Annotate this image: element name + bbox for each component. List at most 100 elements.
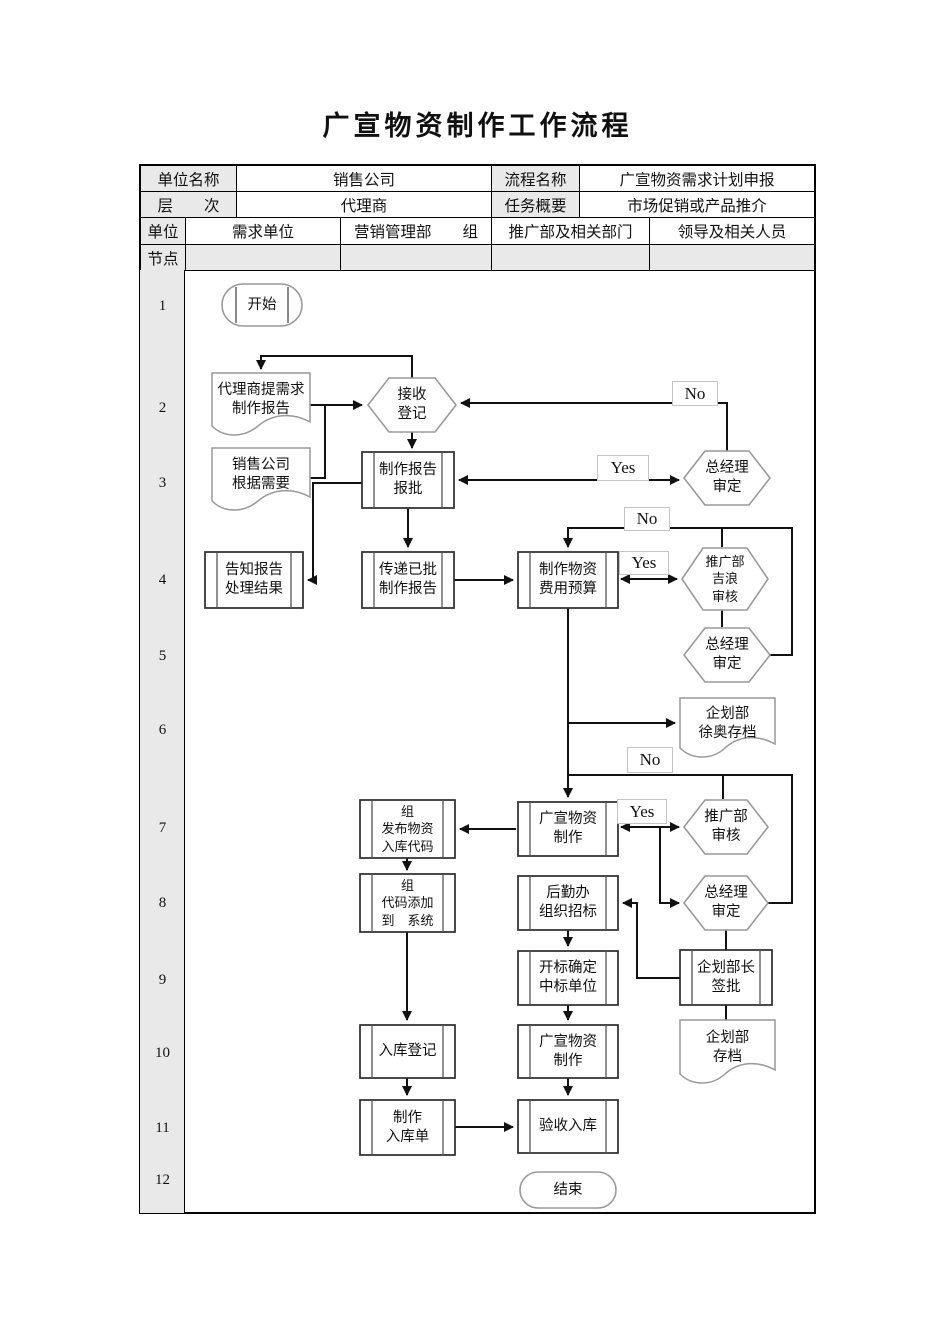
end-terminator-shape	[519, 1171, 617, 1209]
page-title: 广宣物资制作工作流程	[322, 111, 633, 141]
material-make-2-side-bars	[529, 1025, 607, 1078]
gm-review-2-hexagon	[682, 627, 772, 683]
planning-sign-label: 企划部长 签批	[697, 959, 755, 995]
row-number-7: 7	[158, 820, 167, 836]
code-to-system-label: 组 代码添加 到 系统	[381, 877, 434, 928]
warehouse-register-label: 入库登记	[378, 1043, 437, 1060]
report-approval-box	[361, 451, 455, 509]
connector-receive-to-agent-demand	[256, 355, 413, 378]
gm-review-1-label: 总经理 审定	[705, 460, 749, 495]
material-make-1-side-bars	[529, 802, 607, 856]
material-budget-side-bars	[529, 552, 607, 608]
agent-demand-document-shape	[211, 372, 311, 436]
cell-node-empty-2	[340, 244, 492, 271]
yes-label-2: Yes	[619, 551, 669, 575]
cell-node-empty-1	[185, 244, 341, 271]
promo-review-2-hexagon	[682, 799, 770, 855]
planning-archive-1-document-shape	[679, 697, 776, 758]
planning-sign-box	[679, 949, 773, 1006]
connector-gm2-no-to-budget	[563, 527, 793, 656]
yes-label-3: Yes	[617, 799, 667, 824]
code-to-system-box	[359, 873, 456, 933]
cell-task-label: 任务概要	[491, 191, 580, 218]
promo-review-2-label: 推广部 审核	[704, 809, 748, 844]
row-number-5: 5	[158, 648, 167, 664]
connector-sales-need-join	[310, 406, 326, 479]
cell-unit-name-label: 单位名称	[140, 165, 237, 192]
row-number-11: 11	[155, 1120, 170, 1136]
no-label-1: No	[672, 381, 718, 406]
receive-register-hexagon	[366, 377, 458, 433]
end-label: 结束	[553, 1181, 583, 1198]
no-label-2: No	[624, 507, 670, 531]
planning-archive-2-document-shape	[679, 1019, 776, 1084]
transfer-report-box	[361, 551, 455, 609]
row-number-9: 9	[158, 972, 167, 988]
notify-result-box	[204, 551, 304, 609]
row-number-column	[140, 270, 185, 1213]
row-number-4: 4	[158, 572, 167, 588]
make-slip-box	[359, 1099, 456, 1156]
connector-gm1-no-to-receive	[460, 398, 728, 451]
planning-sign-side-bars	[691, 950, 761, 1005]
sales-need-label: 销售公司 根据需要	[232, 457, 290, 492]
notify-result-label: 告知报告 处理结果	[225, 562, 283, 597]
warehouse-register-box	[359, 1024, 456, 1079]
sales-need-document-shape	[211, 447, 311, 511]
row-number-8: 8	[158, 895, 167, 911]
receive-register-label: 接收 登记	[397, 387, 427, 422]
cell-node-empty-4	[649, 244, 815, 271]
promo-review-1-hexagon	[681, 547, 769, 611]
material-make-1-box	[517, 801, 619, 857]
logistics-bid-box	[517, 875, 619, 931]
publish-code-box	[359, 799, 456, 859]
connector-sign-to-logistics	[622, 898, 680, 979]
accept-warehouse-box	[517, 1099, 619, 1154]
yes-label-1: Yes	[597, 455, 649, 481]
accept-warehouse-label: 验收入库	[539, 1118, 597, 1135]
row-number-2: 2	[158, 400, 167, 416]
publish-code-label: 组 发布物资 入库代码	[381, 803, 434, 854]
notify-result-side-bars	[216, 552, 292, 608]
transfer-report-label: 传递已批 制作报告	[379, 562, 437, 597]
row-number-10: 10	[155, 1045, 170, 1061]
promo-review-1-label: 推广部 吉浪 审核	[705, 553, 745, 604]
report-approval-label: 制作报告 报批	[379, 462, 437, 497]
cell-node-empty-3	[491, 244, 650, 271]
planning-archive-2-label: 企划部 存档	[705, 1030, 750, 1065]
row-number-3: 3	[158, 475, 167, 491]
gm-review-3-label: 总经理 审定	[704, 885, 748, 920]
publish-code-side-bars	[371, 800, 444, 858]
gm-review-2-label: 总经理 审定	[705, 637, 749, 672]
make-slip-label: 制作 入库单	[385, 1109, 430, 1145]
cell-process-name-label: 流程名称	[491, 165, 580, 192]
start-label: 开始	[247, 296, 277, 313]
report-approval-side-bars	[373, 452, 443, 508]
bid-open-box	[517, 950, 619, 1006]
transfer-report-side-bars	[373, 552, 443, 608]
logistics-bid-side-bars	[529, 876, 607, 930]
cell-node-label: 节点	[140, 244, 186, 271]
gm-review-1-hexagon	[682, 450, 772, 506]
logistics-bid-label: 后勤办 组织招标	[539, 885, 597, 920]
gm-review-3-hexagon	[682, 875, 770, 931]
connector-gm3-no-rail	[569, 774, 793, 904]
bid-open-label: 开标确定 中标单位	[539, 960, 597, 995]
planning-archive-1-label: 企划部 徐奥存档	[698, 706, 757, 741]
connector-yes-branch-to-gm3	[659, 827, 680, 908]
row-number-6: 6	[158, 722, 167, 738]
connector-report-approval-to-notify	[307, 482, 362, 585]
material-budget-box	[517, 551, 619, 609]
material-budget-label: 制作物资 费用预算	[539, 562, 597, 597]
warehouse-register-side-bars	[371, 1025, 444, 1078]
no-label-3: No	[627, 747, 673, 773]
material-make-1-label: 广宣物资 制作	[539, 811, 597, 846]
bid-open-side-bars	[529, 951, 607, 1005]
agent-demand-label: 代理商提需求 制作报告	[217, 382, 305, 417]
row-number-1: 1	[158, 298, 167, 314]
row-number-12: 12	[155, 1172, 170, 1188]
material-make-2-label: 广宣物资 制作	[539, 1033, 597, 1069]
accept-warehouse-side-bars	[529, 1100, 607, 1153]
